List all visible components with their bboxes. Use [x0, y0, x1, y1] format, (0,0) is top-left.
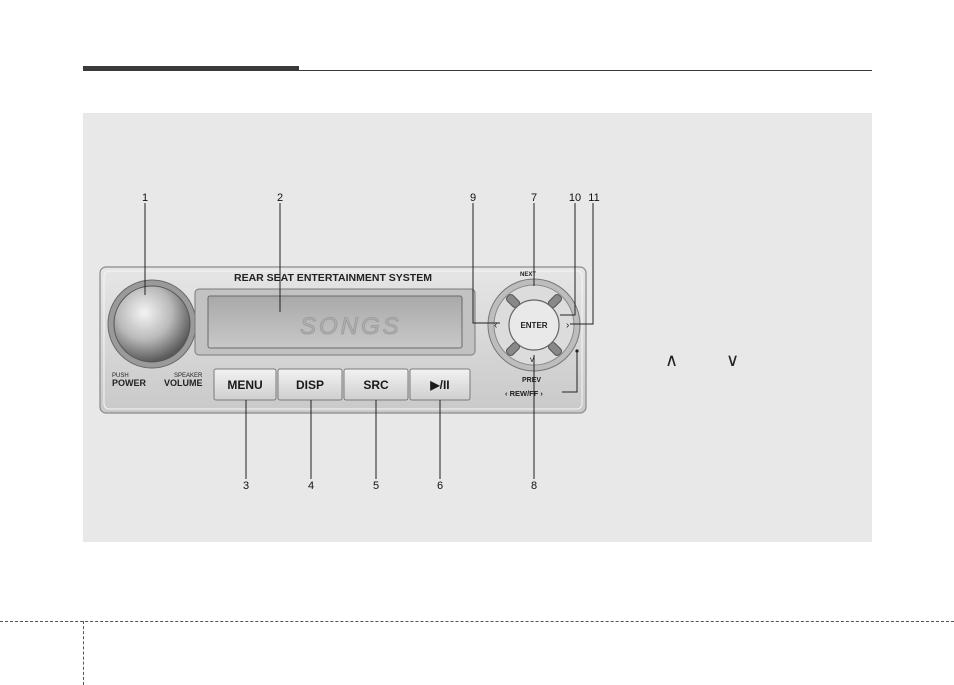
callout-4: 4	[308, 480, 314, 492]
volume-label: VOLUME	[164, 378, 203, 388]
enter-button[interactable]: ENTER	[508, 299, 560, 351]
callout-7: 7	[531, 192, 537, 204]
callout-10: 10	[569, 192, 581, 204]
menu-button[interactable]: MENU	[213, 368, 277, 401]
svg-text:SRC: SRC	[363, 378, 389, 392]
callout-5: 5	[373, 480, 379, 492]
left-arrow: ‹	[494, 320, 497, 331]
panel-title: REAR SEAT ENTERTAINMENT SYSTEM	[234, 272, 432, 284]
lcd-text: SONGS	[300, 313, 402, 340]
speaker-label: SPEAKER	[174, 373, 203, 379]
footer-dashed-rule	[0, 621, 954, 622]
play-pause-button[interactable]: ▶/II	[409, 368, 471, 401]
callout-2: 2	[277, 192, 283, 204]
svg-text:MENU: MENU	[227, 378, 262, 392]
footer-dashed-divider	[83, 621, 84, 685]
header-rule-thick	[83, 66, 299, 71]
src-button[interactable]: SRC	[343, 368, 409, 401]
next-label: NEXT	[520, 272, 536, 278]
disp-button[interactable]: DISP	[277, 368, 343, 401]
callout-9: 9	[470, 192, 476, 204]
power-label: POWER	[112, 378, 147, 388]
down-caret-icon: ∨	[726, 350, 740, 371]
right-arrow: ›	[566, 320, 569, 331]
down-arrow: v	[530, 355, 534, 364]
svg-text:ENTER: ENTER	[520, 321, 547, 330]
svg-text:DISP: DISP	[296, 378, 324, 392]
lcd-display	[207, 295, 463, 349]
power-volume-knob[interactable]	[107, 279, 197, 369]
callout-3: 3	[243, 480, 249, 492]
callout-11: 11	[588, 192, 599, 204]
callout-6: 6	[437, 480, 443, 492]
leader-lines	[144, 203, 594, 479]
prev-label: PREV	[522, 377, 541, 384]
callout-1: 1	[142, 192, 148, 204]
svg-text:▶/II: ▶/II	[429, 378, 449, 392]
rew-ff-label: ‹ REW/FF ›	[505, 389, 543, 398]
push-label: PUSH	[112, 373, 129, 379]
up-caret-icon: ∧	[665, 350, 679, 371]
header-rule-thin	[83, 70, 872, 71]
callout-8: 8	[531, 480, 537, 492]
